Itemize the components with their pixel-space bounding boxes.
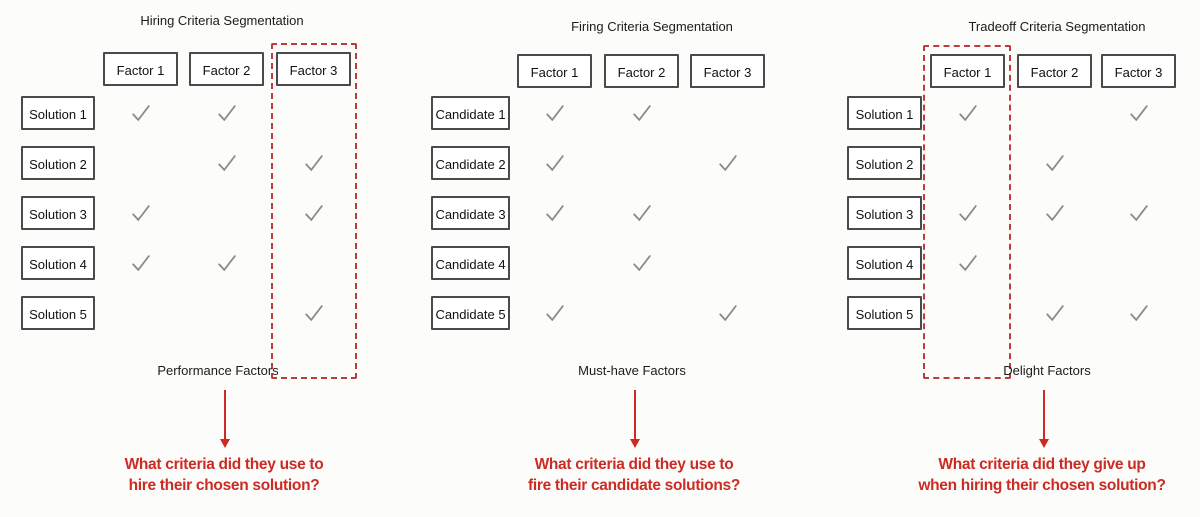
check-icon bbox=[957, 202, 979, 224]
column-header-factor-3: Factor 3 bbox=[690, 54, 765, 88]
down-arrow-icon bbox=[630, 390, 640, 448]
panel-title: Tradeoff Criteria Segmentation bbox=[968, 19, 1146, 34]
annotation-question: What criteria did they use to hire their… bbox=[124, 456, 324, 494]
row-label-solution-2: Solution 2 bbox=[847, 146, 922, 180]
check-icon bbox=[216, 152, 238, 174]
column-header-factor-3: Factor 3 bbox=[276, 52, 351, 86]
row-label-solution-5: Solution 5 bbox=[21, 296, 95, 330]
annotation-question: What criteria did they use to fire their… bbox=[527, 456, 741, 494]
check-icon bbox=[544, 102, 566, 124]
factor-type-label: Delight Factors bbox=[1003, 363, 1091, 378]
check-icon bbox=[717, 152, 739, 174]
check-icon bbox=[130, 202, 152, 224]
row-label-candidate-2: Candidate 2 bbox=[431, 146, 510, 180]
panel-title: Firing Criteria Segmentation bbox=[571, 19, 733, 34]
check-icon bbox=[717, 302, 739, 324]
factor-type-label: Must-have Factors bbox=[578, 363, 686, 378]
column-header-factor-1: Factor 1 bbox=[930, 54, 1005, 88]
check-icon bbox=[303, 302, 325, 324]
column-header-factor-1: Factor 1 bbox=[517, 54, 592, 88]
row-label-candidate-5: Candidate 5 bbox=[431, 296, 510, 330]
row-label-solution-1: Solution 1 bbox=[847, 96, 922, 130]
row-label-solution-4: Solution 4 bbox=[847, 246, 922, 280]
firing-criteria-panel: Firing Criteria Segmentation Factor 1 Fac… bbox=[400, 0, 800, 517]
factor-type-label: Performance Factors bbox=[157, 363, 279, 378]
check-icon bbox=[216, 102, 238, 124]
column-header-factor-3: Factor 3 bbox=[1101, 54, 1176, 88]
check-icon bbox=[631, 252, 653, 274]
row-label-candidate-1: Candidate 1 bbox=[431, 96, 510, 130]
column-header-factor-1: Factor 1 bbox=[103, 52, 178, 86]
check-icon bbox=[1044, 202, 1066, 224]
row-label-solution-2: Solution 2 bbox=[21, 146, 95, 180]
check-icon bbox=[303, 152, 325, 174]
row-label-solution-4: Solution 4 bbox=[21, 246, 95, 280]
check-icon bbox=[1044, 302, 1066, 324]
down-arrow-icon bbox=[1039, 390, 1049, 448]
row-label-solution-3: Solution 3 bbox=[847, 196, 922, 230]
annotation-question: What criteria did they give up when hiri… bbox=[918, 456, 1166, 494]
down-arrow-icon bbox=[220, 390, 230, 448]
check-icon bbox=[303, 202, 325, 224]
highlighted-column-dashed-box bbox=[271, 43, 357, 379]
check-icon bbox=[1128, 302, 1150, 324]
check-icon bbox=[130, 102, 152, 124]
column-header-factor-2: Factor 2 bbox=[604, 54, 679, 88]
row-label-solution-3: Solution 3 bbox=[21, 196, 95, 230]
check-icon bbox=[631, 102, 653, 124]
column-header-factor-2: Factor 2 bbox=[189, 52, 264, 86]
check-icon bbox=[1044, 152, 1066, 174]
check-icon bbox=[957, 252, 979, 274]
row-label-solution-1: Solution 1 bbox=[21, 96, 95, 130]
check-icon bbox=[544, 202, 566, 224]
check-icon bbox=[1128, 102, 1150, 124]
check-icon bbox=[216, 252, 238, 274]
hiring-criteria-panel: Hiring Criteria Segmentation Factor 1 Fac… bbox=[0, 0, 400, 517]
check-icon bbox=[130, 252, 152, 274]
row-label-candidate-4: Candidate 4 bbox=[431, 246, 510, 280]
tradeoff-criteria-panel: Tradeoff Criteria Segmentation Factor 1 F… bbox=[800, 0, 1200, 517]
row-label-solution-5: Solution 5 bbox=[847, 296, 922, 330]
check-icon bbox=[957, 102, 979, 124]
check-icon bbox=[544, 152, 566, 174]
check-icon bbox=[631, 202, 653, 224]
check-icon bbox=[1128, 202, 1150, 224]
row-label-candidate-3: Candidate 3 bbox=[431, 196, 510, 230]
check-icon bbox=[544, 302, 566, 324]
panel-title: Hiring Criteria Segmentation bbox=[140, 13, 304, 28]
column-header-factor-2: Factor 2 bbox=[1017, 54, 1092, 88]
highlighted-column-dashed-box bbox=[923, 45, 1011, 379]
